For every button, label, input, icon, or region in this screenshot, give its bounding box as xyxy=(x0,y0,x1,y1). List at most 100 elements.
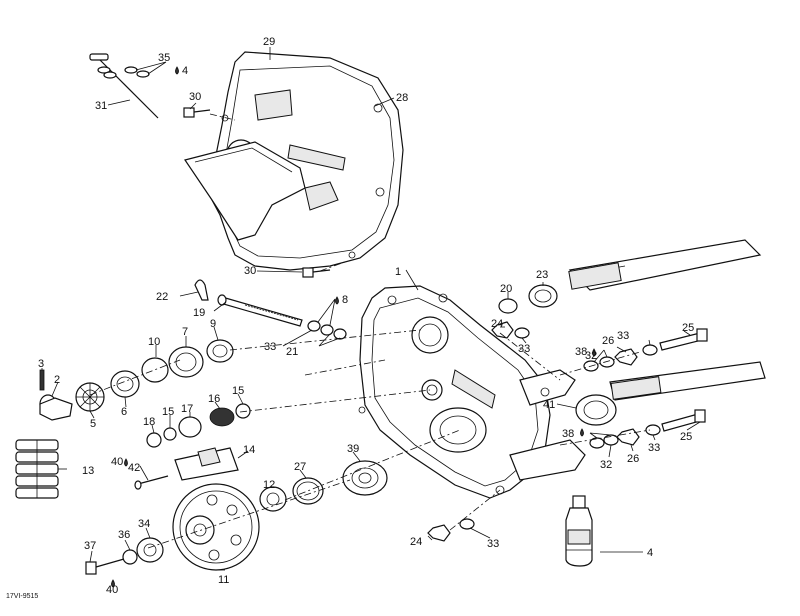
label-25-b: 25 xyxy=(680,431,692,443)
label-15-b: 15 xyxy=(232,385,244,397)
label-18: 18 xyxy=(143,416,155,428)
callout-labels: 1 2 3 4 4 5 6 7 8 9 10 11 12 13 14 15 15… xyxy=(6,36,694,600)
screw-bottom xyxy=(302,267,331,278)
label-10: 10 xyxy=(148,336,160,348)
label-40-bottom: 40 xyxy=(106,584,118,596)
label-30-top: 30 xyxy=(189,91,201,103)
leader-lines xyxy=(41,47,701,571)
label-24-top: 24 xyxy=(491,318,503,330)
label-9: 9 xyxy=(210,318,216,330)
label-13: 13 xyxy=(82,465,94,477)
ring-27 xyxy=(292,477,324,505)
label-42: 42 xyxy=(128,462,140,474)
bearing-39 xyxy=(342,460,388,496)
label-22: 22 xyxy=(156,291,168,303)
washer-33-b xyxy=(645,424,661,436)
tensioner-shaft xyxy=(217,294,303,327)
chain-13 xyxy=(15,439,59,499)
roll-pin xyxy=(39,369,45,391)
label-5: 5 xyxy=(90,418,96,430)
label-40-left: 40 xyxy=(111,456,123,468)
label-8: 8 xyxy=(342,294,348,306)
nut-26-b xyxy=(616,428,640,446)
label-14: 14 xyxy=(243,444,255,456)
label-3: 3 xyxy=(38,358,44,370)
label-23: 23 xyxy=(536,269,548,281)
label-33-right-b: 33 xyxy=(648,442,660,454)
label-11: 11 xyxy=(218,574,229,586)
bearing-upper-right xyxy=(528,284,558,308)
screw-42 xyxy=(134,475,169,490)
label-16: 16 xyxy=(208,393,220,405)
label-4-top: 4 xyxy=(182,65,188,77)
label-27: 27 xyxy=(294,461,306,473)
washer-33-a xyxy=(642,344,658,356)
diagram-code: 17VI-9515 xyxy=(6,593,38,600)
label-30-bottom: 30 xyxy=(244,265,256,277)
spacer-12 xyxy=(259,486,287,512)
label-29: 29 xyxy=(263,36,275,48)
label-33-top: 33 xyxy=(518,343,530,355)
bolt-25-b xyxy=(661,409,706,432)
chaincase-housing xyxy=(358,285,586,499)
drive-shaft-upper xyxy=(568,239,762,291)
label-28: 28 xyxy=(396,92,408,104)
washer-32-b xyxy=(589,434,619,449)
o-rings xyxy=(124,66,150,78)
retaining-ring-10 xyxy=(141,357,169,383)
dipstick xyxy=(89,53,159,119)
washer-36 xyxy=(122,549,138,565)
washer-33-bottom xyxy=(459,518,475,530)
label-31: 31 xyxy=(95,100,107,112)
nut-24-bottom xyxy=(427,524,451,542)
label-2: 2 xyxy=(54,374,60,386)
washers-21 xyxy=(307,320,347,340)
oil-bottle xyxy=(565,495,593,567)
nut-24-top xyxy=(491,321,514,339)
washer-34 xyxy=(136,537,164,563)
screw-top xyxy=(183,107,211,118)
tensioner-parts xyxy=(146,403,251,448)
label-15-a: 15 xyxy=(162,406,174,418)
washer-33-top xyxy=(514,327,530,339)
bearing-41 xyxy=(575,394,617,426)
label-4-bottle: 4 xyxy=(647,547,653,559)
label-1: 1 xyxy=(395,266,401,278)
label-6: 6 xyxy=(121,406,127,418)
label-35: 35 xyxy=(158,52,170,64)
label-19: 19 xyxy=(193,307,205,319)
label-26-a: 26 xyxy=(602,335,614,347)
seal xyxy=(498,298,518,314)
label-32-a: 32 xyxy=(585,350,597,362)
label-36: 36 xyxy=(118,529,130,541)
label-25-a: 25 xyxy=(682,322,694,334)
nut-26-a xyxy=(614,348,638,366)
seal-9 xyxy=(206,339,234,363)
label-37: 37 xyxy=(84,540,96,552)
label-17: 17 xyxy=(181,403,193,415)
label-12: 12 xyxy=(263,479,275,491)
bolt-25-a xyxy=(659,328,708,351)
cotter-pin xyxy=(194,279,209,301)
label-7: 7 xyxy=(182,326,188,338)
drive-shaft-lower xyxy=(609,361,766,401)
label-32-b: 32 xyxy=(600,459,612,471)
label-41: 41 xyxy=(543,399,555,411)
clamp-2 xyxy=(39,397,73,421)
chaincase-cover xyxy=(184,51,404,271)
label-33-right-a: 33 xyxy=(617,330,629,342)
bracket-14 xyxy=(174,447,239,481)
label-39: 39 xyxy=(347,443,359,455)
label-34: 34 xyxy=(138,518,150,530)
label-26-b: 26 xyxy=(627,453,639,465)
label-24-bottom: 24 xyxy=(410,536,422,548)
label-38-a: 38 xyxy=(575,346,587,358)
label-20: 20 xyxy=(500,283,512,295)
sprocket-11 xyxy=(172,483,260,571)
sprocket-5 xyxy=(75,382,105,412)
label-21: 21 xyxy=(286,346,298,358)
label-38-b: 38 xyxy=(562,428,574,440)
bolt-37 xyxy=(85,558,125,575)
label-33-bottom: 33 xyxy=(487,538,499,550)
oil-drop-icon xyxy=(111,66,596,588)
